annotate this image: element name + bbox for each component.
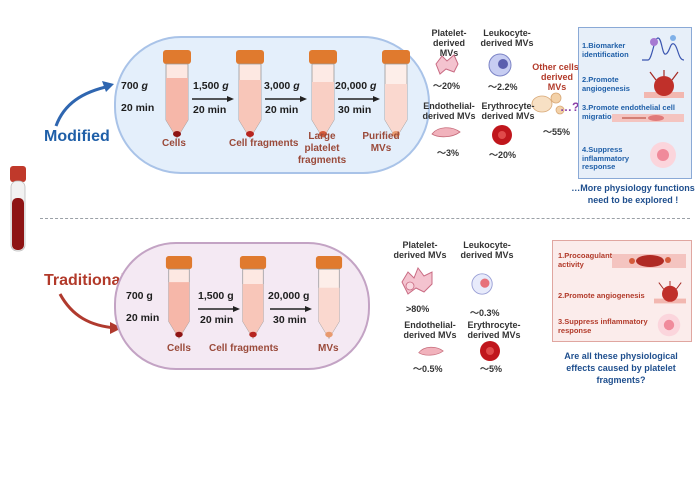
mv-pct-erythrocyte: ～5% [480, 364, 503, 374]
time-label: 20 min [126, 312, 160, 324]
function-item: 4.Suppress inflammatory response [582, 145, 630, 171]
mv-name-leukocyte: Leukocyte-derived MVs [480, 28, 534, 48]
stage-label-cells: Cells [162, 138, 186, 149]
inflammation-icon [657, 313, 681, 337]
traditional-footer-note: Are all these physiological effects caus… [564, 351, 678, 385]
angiogenesis-icon [654, 281, 686, 304]
time-label: 20 min [121, 102, 155, 114]
function-item: 3.Suppress inflammatory response [558, 317, 648, 335]
blood-tube-icon [10, 166, 26, 252]
leukocyte-mv-icon [488, 53, 512, 77]
function-item: 3.Promote endothelial cell migration [582, 103, 675, 121]
mv-pct-erythrocyte: ～20% [489, 150, 517, 160]
modified-footer-note: …More physiology functions need to be ex… [571, 183, 695, 205]
modified-arrow-icon [54, 81, 114, 127]
erythrocyte-mv-icon [492, 125, 512, 145]
time-label: 20 min [193, 104, 227, 116]
time-label: 20 min [265, 104, 299, 116]
erythrocyte-mv-icon [480, 341, 500, 361]
inflammation-icon [650, 142, 676, 168]
tube-icon [163, 50, 191, 139]
mv-name-other: Other cells-derived MVs [532, 62, 582, 92]
section-divider [40, 218, 690, 219]
stage-label-large-platelet-fragments: Large platelet fragments [297, 131, 347, 166]
tube-icon [382, 50, 410, 139]
mv-pct-endothelial: ～3% [437, 148, 460, 158]
stage-label-mvs: MVs [318, 343, 339, 354]
speed-label: 20,000 g [268, 290, 310, 302]
tube-icon [165, 256, 193, 339]
mv-name-endothelial: Endothelial-derived MVs [422, 101, 476, 121]
mv-name-leukocyte: Leukocyte-derived MVs [460, 240, 514, 260]
endothelial-mv-icon [431, 127, 461, 138]
mv-pct-platelet: >80% [406, 304, 430, 314]
unknown-marker: …? [560, 100, 580, 114]
mv-pct-other: ～55% [543, 127, 571, 137]
platelet-mv-icon [401, 266, 433, 295]
time-label: 30 min [273, 314, 307, 326]
other-cells-mv-icon [531, 92, 565, 115]
cell-migration-icon [612, 114, 684, 122]
mv-name-endothelial: Endothelial-derived MVs [403, 320, 457, 340]
mv-pct-leukocyte: ～0.3% [470, 308, 500, 318]
tube-icon [236, 50, 264, 139]
time-label: 20 min [200, 314, 234, 326]
traditional-label: Traditional [44, 272, 125, 289]
function-item: 1.Biomarker identification [582, 41, 629, 59]
arrow-icon [338, 96, 380, 102]
stage-label-cell-fragments: Cell fragments [209, 343, 279, 354]
speed-label: 700 g [121, 80, 148, 92]
mv-name-platelet: Platelet-derived MVs [393, 240, 447, 260]
stage-label-purified-mvs: Purified MVs [362, 131, 400, 154]
mv-pct-platelet: ～20% [433, 81, 461, 91]
speed-label: 20,000 g [335, 80, 377, 92]
mv-name-erythrocyte: Erythrocyte-derived MVs [467, 320, 521, 340]
speed-label: 3,000 g [264, 80, 300, 92]
traditional-arrow-icon [58, 293, 122, 334]
tube-icon [309, 50, 337, 139]
arrow-icon [198, 306, 240, 312]
angiogenesis-icon [644, 70, 684, 98]
tube-icon [239, 256, 267, 339]
time-label: 30 min [338, 104, 372, 116]
stage-label-cell-fragments: Cell fragments [229, 138, 299, 149]
speed-label: 700 g [126, 290, 153, 302]
biomarker-chart-icon [642, 35, 685, 61]
arrow-icon [192, 96, 234, 102]
arrow-icon [265, 96, 307, 102]
speed-label: 1,500 g [193, 80, 229, 92]
mv-name-platelet: Platelet-derived MVs [431, 28, 467, 58]
mv-pct-leukocyte: ～2.2% [488, 82, 518, 92]
function-item: 2.Promote angiogenesis [558, 291, 645, 300]
stage-label-cells: Cells [167, 343, 191, 354]
arrow-icon [270, 306, 312, 312]
modified-label: Modified [44, 128, 110, 145]
platelet-mv-icon [435, 54, 459, 75]
tube-icon [315, 256, 343, 339]
function-item: 1.Procoagulant activity [558, 251, 613, 269]
function-item: 2.Promote angiogenesis [582, 75, 630, 93]
mv-pct-endothelial: ～0.5% [413, 364, 443, 374]
leukocyte-mv-icon [471, 273, 493, 295]
endothelial-mv-icon [418, 346, 444, 356]
speed-label: 1,500 g [198, 290, 234, 302]
procoagulant-icon [612, 254, 686, 268]
mv-name-erythrocyte: Erythrocyte-derived MVs [481, 101, 535, 121]
